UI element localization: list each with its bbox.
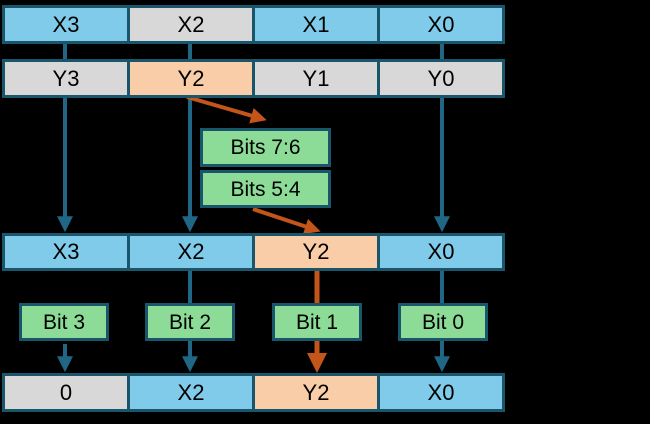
y-register-row: Y3 Y2 Y1 Y0: [2, 59, 505, 98]
merged-register-row: X3 X2 Y2 X0: [2, 233, 505, 271]
cell-row2-y0: Y0: [377, 62, 502, 95]
cell-row4-x2: X2: [127, 376, 252, 409]
bit-0-box: Bit 0: [398, 303, 488, 341]
cell-row2-y1: Y1: [252, 62, 377, 95]
result-register-row: 0 X2 Y2 X0: [2, 373, 505, 412]
cell-row1-x0: X0: [377, 8, 502, 41]
bits-7-6-box: Bits 7:6: [200, 128, 331, 167]
y2-to-bits-arrow: [186, 95, 267, 124]
cell-row2-y3: Y3: [5, 62, 127, 95]
bit-3-box: Bit 3: [19, 303, 109, 341]
cell-row3-x2: X2: [127, 236, 252, 268]
cell-row3-x0: X0: [377, 236, 502, 268]
cell-row4-x0: X0: [377, 376, 502, 409]
bit-1-box: Bit 1: [272, 303, 362, 341]
bits-to-row3-arrow: [252, 207, 321, 235]
cell-row1-x1: X1: [252, 8, 377, 41]
cell-row2-y2: Y2: [127, 62, 252, 95]
bit-2-box: Bit 2: [145, 303, 235, 341]
cell-row3-x3: X3: [5, 236, 127, 268]
cell-row4-y2: Y2: [252, 376, 377, 409]
bits-5-4-box: Bits 5:4: [200, 170, 331, 208]
cell-row3-y2: Y2: [252, 236, 377, 268]
cell-row4-zero: 0: [5, 376, 127, 409]
x-register-row: X3 X2 X1 X0: [2, 5, 505, 44]
cell-row1-x3: X3: [5, 8, 127, 41]
cell-row1-x2: X2: [127, 8, 252, 41]
